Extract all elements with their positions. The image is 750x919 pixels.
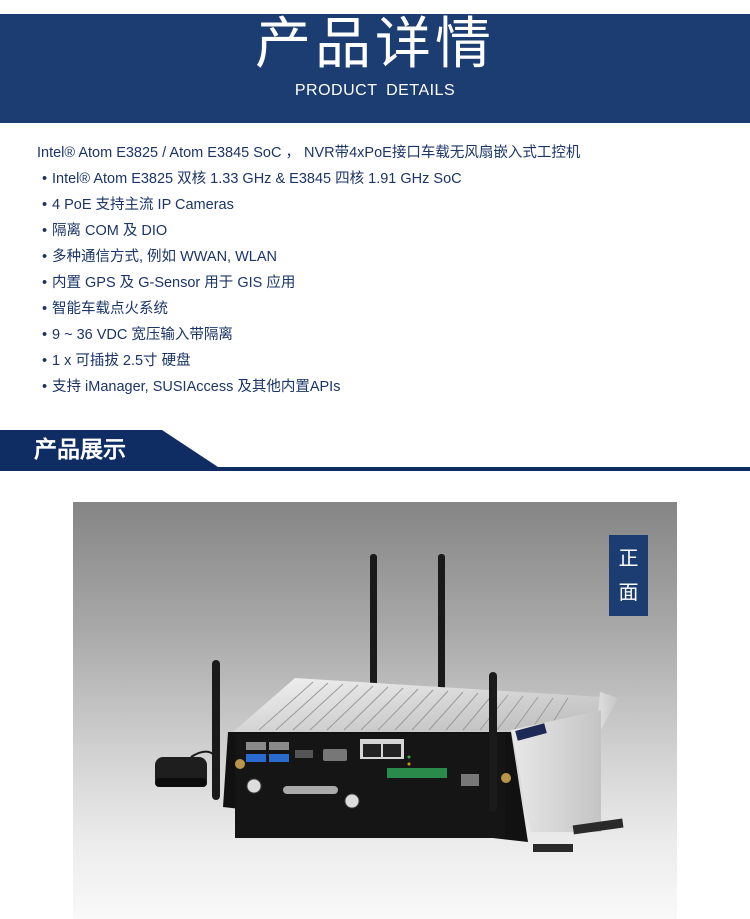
feature-item: •4 PoE 支持主流 IP Cameras (37, 194, 580, 220)
feature-text: 1 x 可插拔 2.5寸 硬盘 (52, 353, 191, 369)
feature-text: 4 PoE 支持主流 IP Cameras (52, 197, 234, 213)
section-header-shape (0, 430, 750, 471)
feature-item: •Intel® Atom E3825 双核 1.33 GHz & E3845 四… (37, 168, 580, 194)
view-label-char: 面 (618, 580, 639, 604)
feature-item: •多种通信方式, 例如 WWAN, WLAN (37, 246, 580, 272)
feature-item: •支持 iManager, SUSIAccess 及其他内置APIs (37, 376, 580, 402)
device-illustration (155, 554, 624, 852)
feature-item: •1 x 可插拔 2.5寸 硬盘 (37, 350, 580, 376)
antenna-icon (438, 554, 445, 699)
bullet-icon: • (41, 301, 48, 317)
product-details-list: Intel® Atom E3825 / Atom E3845 SoC ， NVR… (37, 142, 580, 402)
antenna-icon (212, 660, 220, 800)
feature-text: 多种通信方式, 例如 WWAN, WLAN (52, 249, 278, 265)
antenna-icon (489, 672, 497, 812)
banner-subtitle: PRODUCT DETAILS (294, 82, 456, 99)
bullet-icon: • (41, 379, 48, 395)
feature-item: •隔离 COM 及 DIO (37, 220, 580, 246)
bullet-icon: • (41, 327, 48, 343)
view-label-badge: 正 面 (609, 535, 648, 616)
antenna-icon (370, 554, 377, 699)
feature-item: •智能车载点火系统 (37, 298, 580, 324)
feature-text: 支持 iManager, SUSIAccess 及其他内置APIs (52, 379, 341, 395)
product-details-banner (0, 14, 750, 123)
feature-item: •9 ~ 36 VDC 宽压输入带隔离 (37, 324, 580, 350)
product-image: 正 面 (73, 502, 677, 919)
feature-text: 智能车载点火系统 (52, 301, 168, 317)
feature-list: •Intel® Atom E3825 双核 1.33 GHz & E3845 四… (37, 168, 580, 402)
feature-item: •内置 GPS 及 G-Sensor 用于 GIS 应用 (37, 272, 580, 298)
bullet-icon: • (41, 275, 48, 291)
bullet-icon: • (41, 249, 48, 265)
section-title: 产品展示 (34, 437, 126, 463)
feature-text: 内置 GPS 及 G-Sensor 用于 GIS 应用 (52, 275, 296, 291)
product-showcase-header: 产品展示 (0, 430, 750, 471)
feature-text: Intel® Atom E3825 双核 1.33 GHz & E3845 四核… (52, 171, 462, 187)
bullet-icon: • (41, 197, 48, 213)
feature-text: 9 ~ 36 VDC 宽压输入带隔离 (52, 327, 233, 343)
product-headline: Intel® Atom E3825 / Atom E3845 SoC ， NVR… (37, 145, 581, 161)
feature-text: 隔离 COM 及 DIO (52, 223, 168, 239)
bullet-icon: • (41, 353, 48, 369)
view-label-char: 正 (618, 546, 639, 570)
bullet-icon: • (41, 171, 48, 187)
bullet-icon: • (41, 223, 48, 239)
banner-title: 产品详情 (255, 12, 495, 77)
